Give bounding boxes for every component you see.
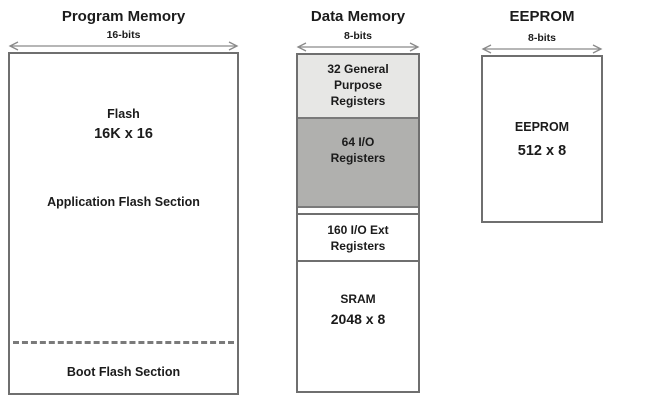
flash-label: Flash xyxy=(107,107,140,121)
data-memory-bus-width-label: 8-bits xyxy=(343,30,372,42)
data-memory-title: Data Memory xyxy=(310,8,406,25)
eeprom-size-label: 512 x 8 xyxy=(517,142,567,159)
eeprom-label: EEPROM xyxy=(514,119,570,134)
flash-size-label: 16K x 16 xyxy=(94,126,153,142)
sram-size-label: 2048 x 8 xyxy=(330,311,386,327)
segment-label-line: Purpose xyxy=(333,78,382,92)
data-memory-column: Data Memory 8-bits 32 General Purpose Re… xyxy=(296,0,420,406)
data-memory-width-arrow-icon xyxy=(296,42,420,52)
program-memory-box: Flash 16K x 16 Application Flash Section… xyxy=(8,52,239,395)
program-memory-bus-width-label: 16-bits xyxy=(106,29,141,41)
eeprom-box: EEPROM 512 x 8 xyxy=(481,55,603,223)
application-flash-section-label: Application Flash Section xyxy=(47,195,200,209)
segment-label-line: Registers xyxy=(330,238,386,253)
boot-section-divider-dashed-line xyxy=(13,341,234,344)
data-memory-box: 32 General Purpose Registers 64 I/O Regi… xyxy=(296,53,420,393)
segment-label-line: 64 I/O xyxy=(341,135,375,149)
program-memory-column: Program Memory 16-bits Flash 16K x 16 Ap… xyxy=(8,0,239,406)
eeprom-width-arrow-icon xyxy=(481,44,603,54)
segment-sram: SRAM 2048 x 8 xyxy=(298,265,418,391)
segment-label-line: Registers xyxy=(330,151,386,165)
segment-label-line: 32 General xyxy=(327,62,389,76)
segment-general-purpose-registers: 32 General Purpose Registers xyxy=(298,55,418,119)
eeprom-bus-width-label: 8-bits xyxy=(527,32,556,44)
segment-label-line: Registers xyxy=(330,94,386,108)
segment-label-line: 160 I/O Ext xyxy=(327,222,389,237)
eeprom-title: EEPROM xyxy=(509,8,575,25)
segment-io-registers: 64 I/O Registers xyxy=(298,119,418,208)
program-memory-width-arrow-icon xyxy=(8,41,239,51)
segment-io-ext-registers: 160 I/O Ext Registers xyxy=(298,213,418,262)
sram-label: SRAM xyxy=(340,292,376,306)
eeprom-column: EEPROM 8-bits EEPROM 512 x 8 xyxy=(481,0,603,406)
boot-flash-section-label: Boot Flash Section xyxy=(66,365,181,379)
program-memory-title: Program Memory xyxy=(61,8,186,25)
